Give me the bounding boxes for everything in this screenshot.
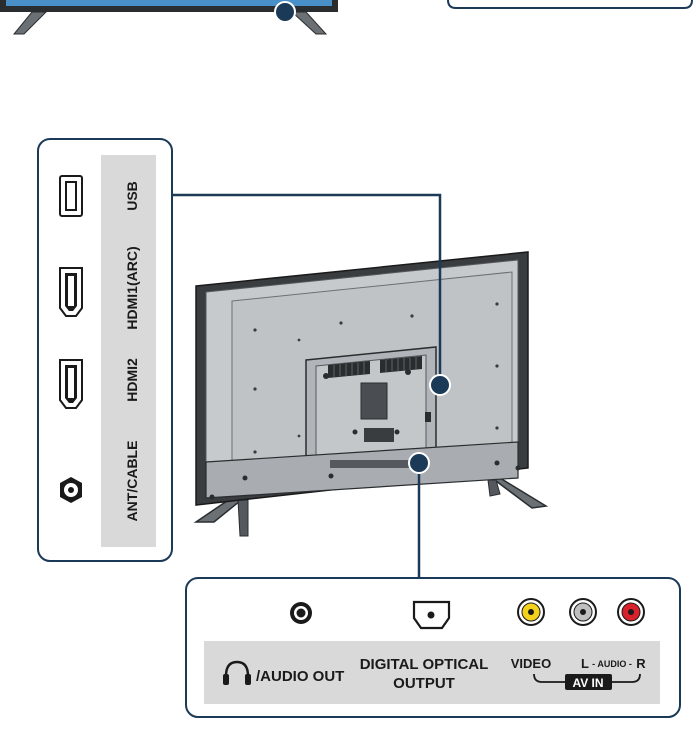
optical-label-line1: DIGITAL OPTICAL bbox=[360, 656, 489, 673]
video-label: VIDEO bbox=[511, 656, 551, 671]
side-connector-panel: USB HDMI1(ARC) HDMI2 ANT/CABLE bbox=[37, 138, 173, 562]
av-in-label: AV IN bbox=[572, 676, 603, 690]
headphones-icon bbox=[223, 660, 251, 685]
bottom-ports-marker bbox=[408, 452, 430, 474]
optical-port-icon bbox=[412, 600, 451, 630]
tv-rear-illustration bbox=[193, 251, 549, 537]
av-in-badge bbox=[565, 674, 612, 690]
hdmi2-label: HDMI2 bbox=[124, 358, 140, 402]
audio-out-jack-icon bbox=[290, 602, 312, 624]
hdmi-port-icon bbox=[59, 267, 83, 317]
top-callout-remnant bbox=[447, 0, 693, 9]
bottom-connector-panel: /AUDIO OUT DIGITAL OPTICAL OUTPUT VIDEO … bbox=[185, 577, 681, 718]
usb-port-icon bbox=[59, 175, 83, 217]
side-ports-marker bbox=[429, 374, 451, 396]
optical-label-line2: OUTPUT bbox=[393, 675, 455, 692]
audio-r-label: R bbox=[636, 656, 646, 671]
audio-l-label: L bbox=[581, 656, 589, 671]
hdmi1-arc-label: HDMI1(ARC) bbox=[124, 246, 140, 329]
audio-right-jack-icon bbox=[617, 598, 645, 626]
audio-out-label: /AUDIO OUT bbox=[256, 668, 344, 685]
usb-label: USB bbox=[124, 181, 140, 211]
audio-mid-label: - AUDIO - bbox=[592, 659, 632, 669]
callout-lines bbox=[172, 193, 442, 578]
audio-left-jack-icon bbox=[569, 598, 597, 626]
top-tv-remnant bbox=[0, 0, 338, 35]
coax-port-icon bbox=[60, 477, 82, 503]
video-jack-icon bbox=[517, 598, 545, 626]
ant-cable-label: ANT/CABLE bbox=[124, 441, 140, 522]
hdmi-port-icon bbox=[59, 359, 83, 409]
